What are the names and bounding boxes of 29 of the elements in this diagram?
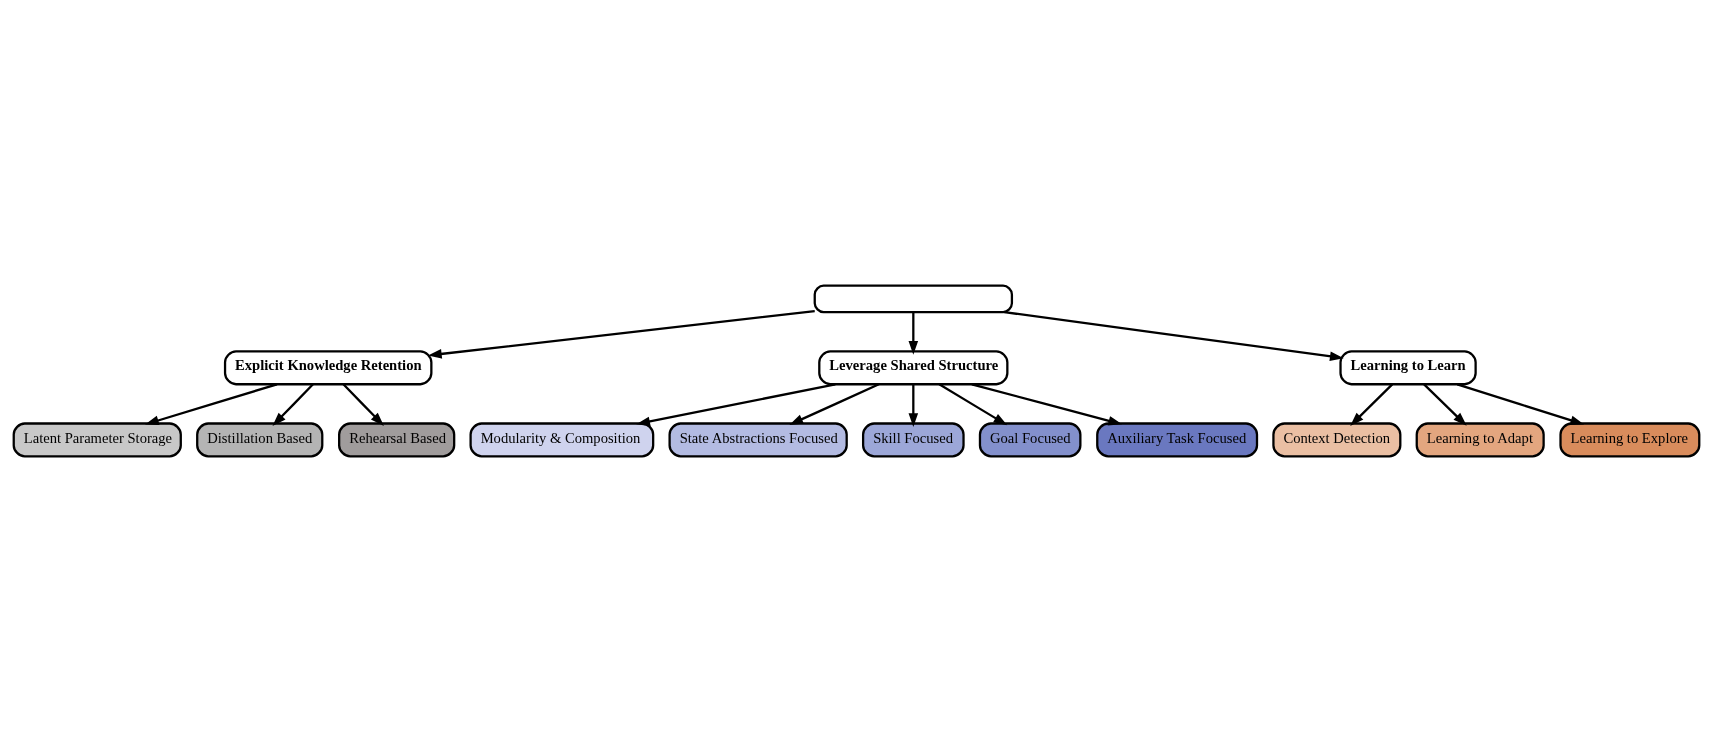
node-box: Skill Focused <box>862 421 965 457</box>
node-box: Explicit Knowledge Retention <box>223 349 433 385</box>
node-box: Context Detection <box>1272 421 1402 457</box>
arrow <box>272 383 314 426</box>
arrow <box>1004 310 1344 361</box>
node-box: Leverage Shared Structure <box>818 349 1009 385</box>
node-box: Latent Parameter Storage <box>12 421 182 457</box>
node-box: Auxiliary Task Focused <box>1096 421 1259 457</box>
node-box: Modularity & Composition <box>469 421 655 457</box>
node-box <box>813 284 1014 313</box>
node-box: Learning to Adapt <box>1415 421 1545 457</box>
arrow <box>789 382 880 425</box>
node-box: Learning to Learn <box>1339 349 1477 385</box>
node-box: Distillation Based <box>196 421 324 457</box>
node-box: State Abstractions Focused <box>668 421 848 457</box>
arrow <box>971 382 1123 425</box>
node-box: Rehearsal Based <box>338 421 456 457</box>
arrow <box>1423 383 1467 426</box>
node-box: Goal Focused <box>978 421 1082 457</box>
arrow <box>636 382 836 426</box>
arrow <box>908 383 919 427</box>
arrow <box>1350 383 1394 426</box>
arrow <box>1456 382 1585 425</box>
arrow <box>938 382 1008 425</box>
arrow <box>145 382 278 425</box>
arrow <box>427 309 815 359</box>
arrow <box>342 383 384 426</box>
node-box: Learning to Explore <box>1559 421 1701 457</box>
arrow <box>908 311 919 355</box>
